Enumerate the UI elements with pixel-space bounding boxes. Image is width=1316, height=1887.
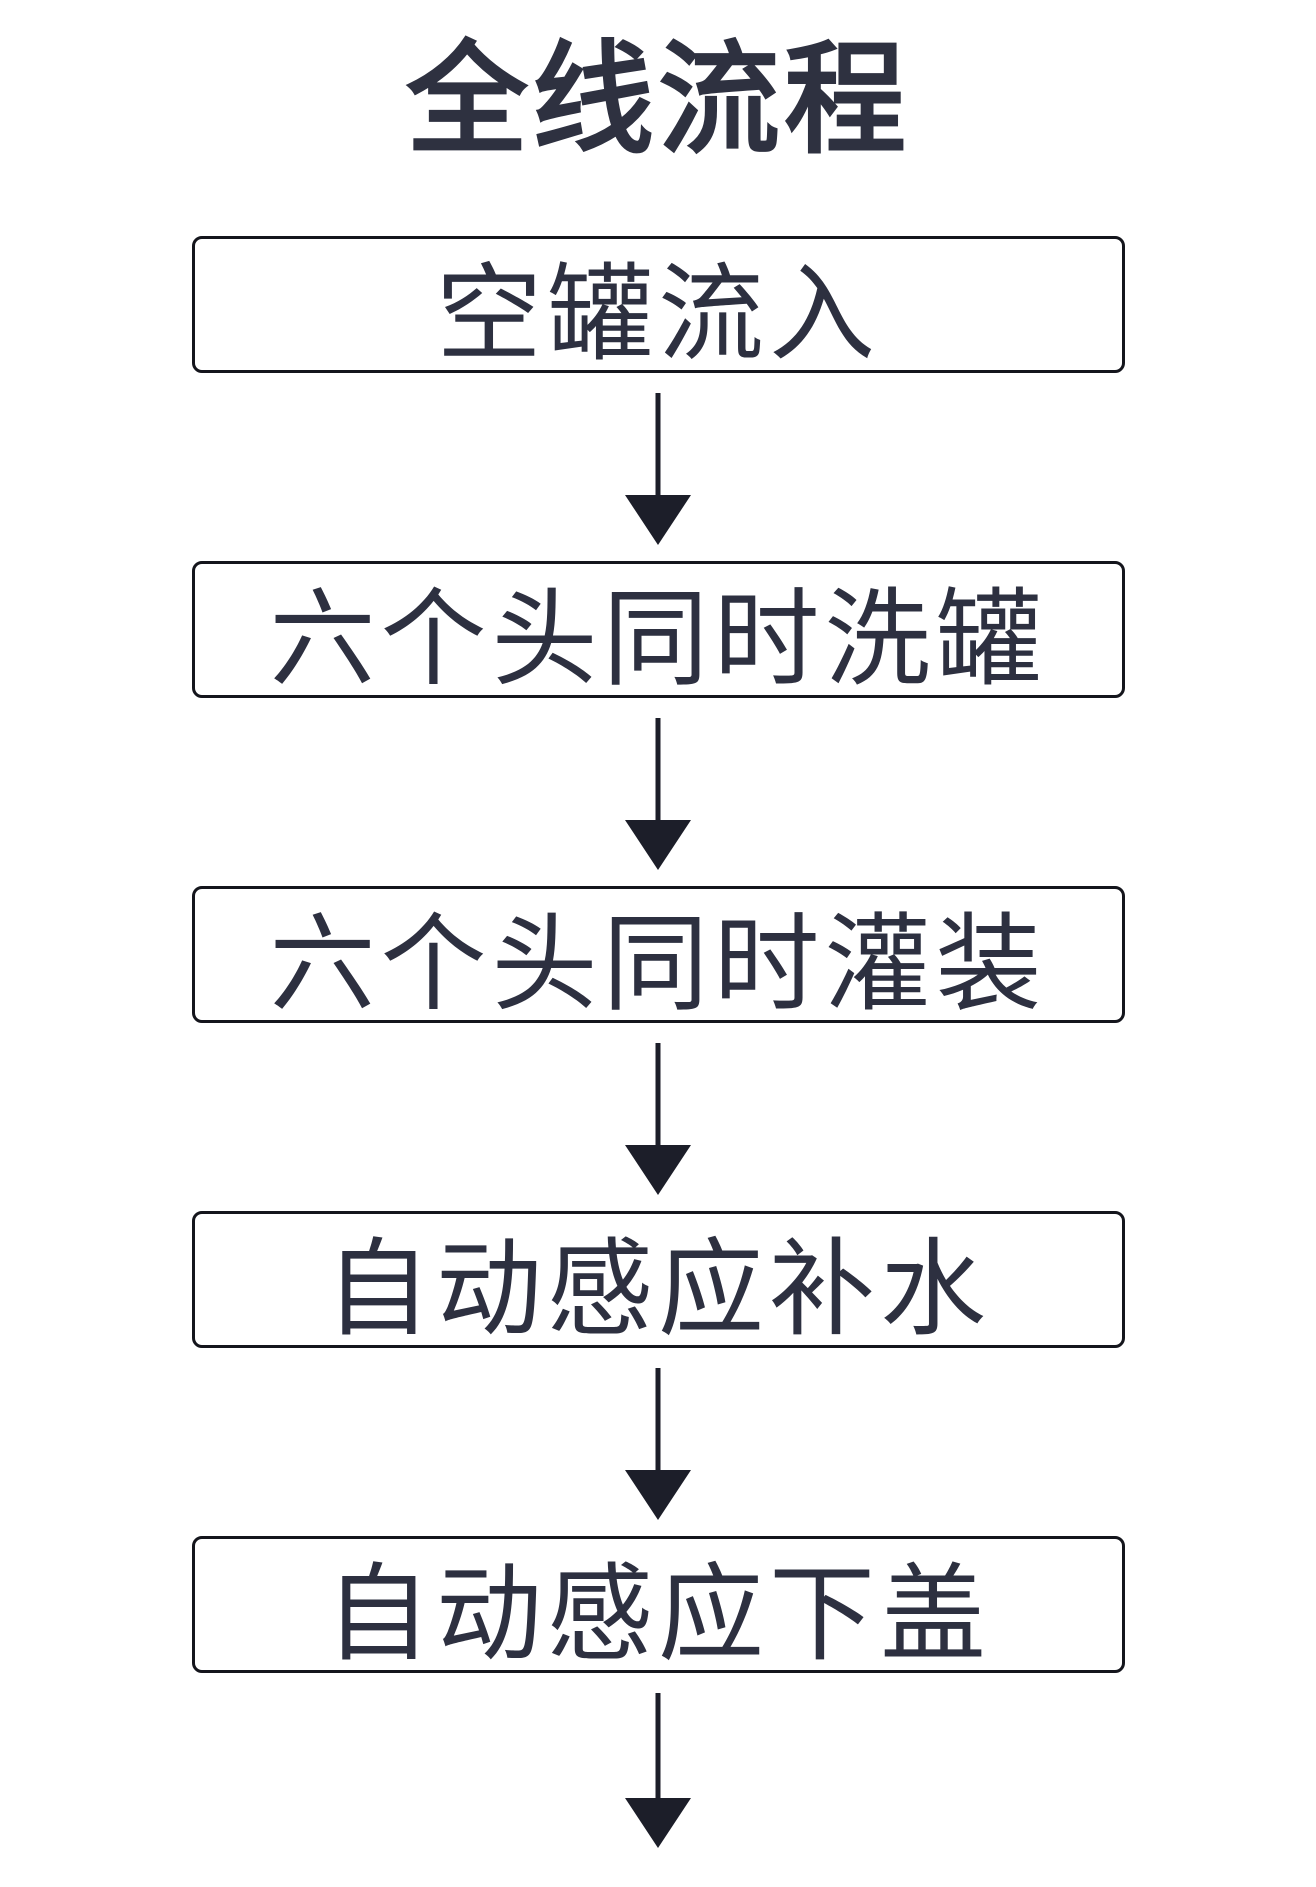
flow-step-box: 六个头同时洗罐 [191,561,1125,699]
flow-step-label: 六个头同时洗罐 [269,580,1047,699]
flow-step-label: 空罐流入 [436,255,880,374]
flow-step-label: 自动感应补水 [325,1230,991,1349]
flow-step-label: 自动感应下盖 [325,1555,991,1674]
flow-step-box: 空罐流入 [191,236,1125,374]
down-arrow-icon [622,718,694,871]
down-arrow-icon [622,1693,694,1849]
flowchart: 空罐流入 六个头同时洗罐 六个头同时灌装 自动感应补水 自动感应下盖 [191,236,1125,1849]
flow-step-box: 六个头同时灌装 [191,886,1125,1024]
down-arrow-icon [622,1043,694,1196]
flow-step-box: 自动感应补水 [191,1211,1125,1349]
page-title: 全线流程 [406,32,910,168]
flow-step-box: 自动感应下盖 [191,1536,1125,1674]
flowchart-page: 全线流程 空罐流入 六个头同时洗罐 六个头同时灌装 自动感应补水 自动感应下盖 [0,30,1316,1887]
down-arrow-icon [622,1368,694,1521]
down-arrow-icon [622,393,694,546]
flow-step-label: 六个头同时灌装 [269,905,1047,1024]
